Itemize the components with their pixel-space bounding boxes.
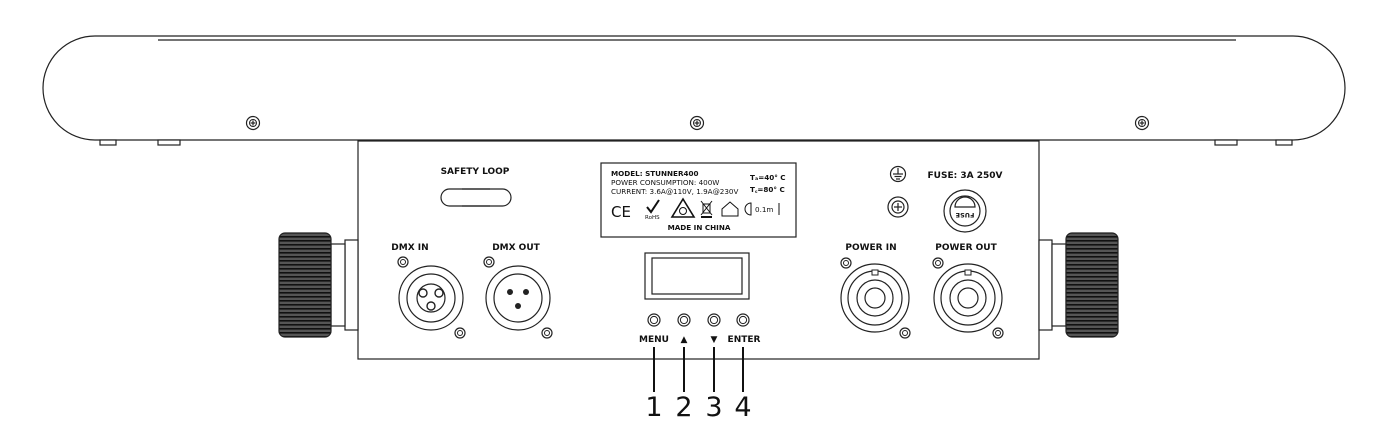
callout-number-4: 4 <box>734 392 751 421</box>
fuse-label: FUSE: 3A 250V <box>928 171 1003 181</box>
power-in-label: POWER IN <box>845 243 896 253</box>
nameplate-tc: T꜀=80° C <box>750 185 785 194</box>
nameplate-distance: 0.1m <box>755 205 773 214</box>
fuse-holder[interactable]: FUSE <box>943 189 987 233</box>
menu-button-label: MENU <box>639 335 669 345</box>
housing-screw <box>689 115 705 131</box>
down-arrow-icon: ▼ <box>711 335 718 345</box>
check-icon <box>646 199 660 214</box>
weee-bin-icon <box>700 200 713 218</box>
dmx-in-connector[interactable] <box>397 256 466 339</box>
power-out-label: POWER OUT <box>935 243 997 253</box>
distance-icon <box>744 202 752 216</box>
rohs-mark: RoHS <box>645 215 660 221</box>
up-arrow-icon: ▲ <box>681 335 688 345</box>
dmx-in-label: DMX IN <box>391 243 428 253</box>
lcd-display <box>644 252 750 300</box>
housing-screw <box>245 115 261 131</box>
enter-button[interactable] <box>736 313 750 327</box>
right-tilt-knob <box>1038 232 1119 338</box>
ground-screw <box>887 196 909 218</box>
fixture-housing <box>42 35 1346 146</box>
callout-leaders <box>653 347 744 392</box>
callout-number-1: 1 <box>645 392 662 421</box>
fuse-cap-text: FUSE <box>956 211 975 219</box>
dmx-out-connector[interactable] <box>483 256 553 339</box>
callout-number-3: 3 <box>705 392 722 421</box>
nameplate-made-in: MADE IN CHINA <box>668 223 731 232</box>
ce-mark: CE <box>611 203 631 221</box>
rcm-triangle-icon <box>670 197 696 218</box>
down-button[interactable] <box>707 313 721 327</box>
housing-screw <box>1134 115 1150 131</box>
ground-icon <box>889 165 907 183</box>
nameplate-ta: Tₐ=40° C <box>750 173 786 182</box>
up-button[interactable] <box>677 313 691 327</box>
safety-loop-slot[interactable] <box>440 188 512 207</box>
callout-number-2: 2 <box>675 392 692 421</box>
nameplate: MODEL: STUNNER400 POWER CONSUMPTION: 400… <box>600 162 797 238</box>
nameplate-current: CURRENT: 3.6A@110V, 1.9A@230V <box>611 187 738 196</box>
power-in-connector[interactable] <box>840 257 911 339</box>
power-out-connector[interactable] <box>932 257 1004 339</box>
indoor-use-icon <box>721 201 739 217</box>
dmx-out-label: DMX OUT <box>492 243 540 253</box>
safety-loop-label: SAFETY LOOP <box>441 167 510 177</box>
enter-button-label: ENTER <box>728 335 761 345</box>
nameplate-power: POWER CONSUMPTION: 400W <box>611 178 719 187</box>
left-tilt-knob <box>278 232 359 338</box>
menu-button[interactable] <box>647 313 661 327</box>
nameplate-model: MODEL: STUNNER400 <box>611 169 699 178</box>
